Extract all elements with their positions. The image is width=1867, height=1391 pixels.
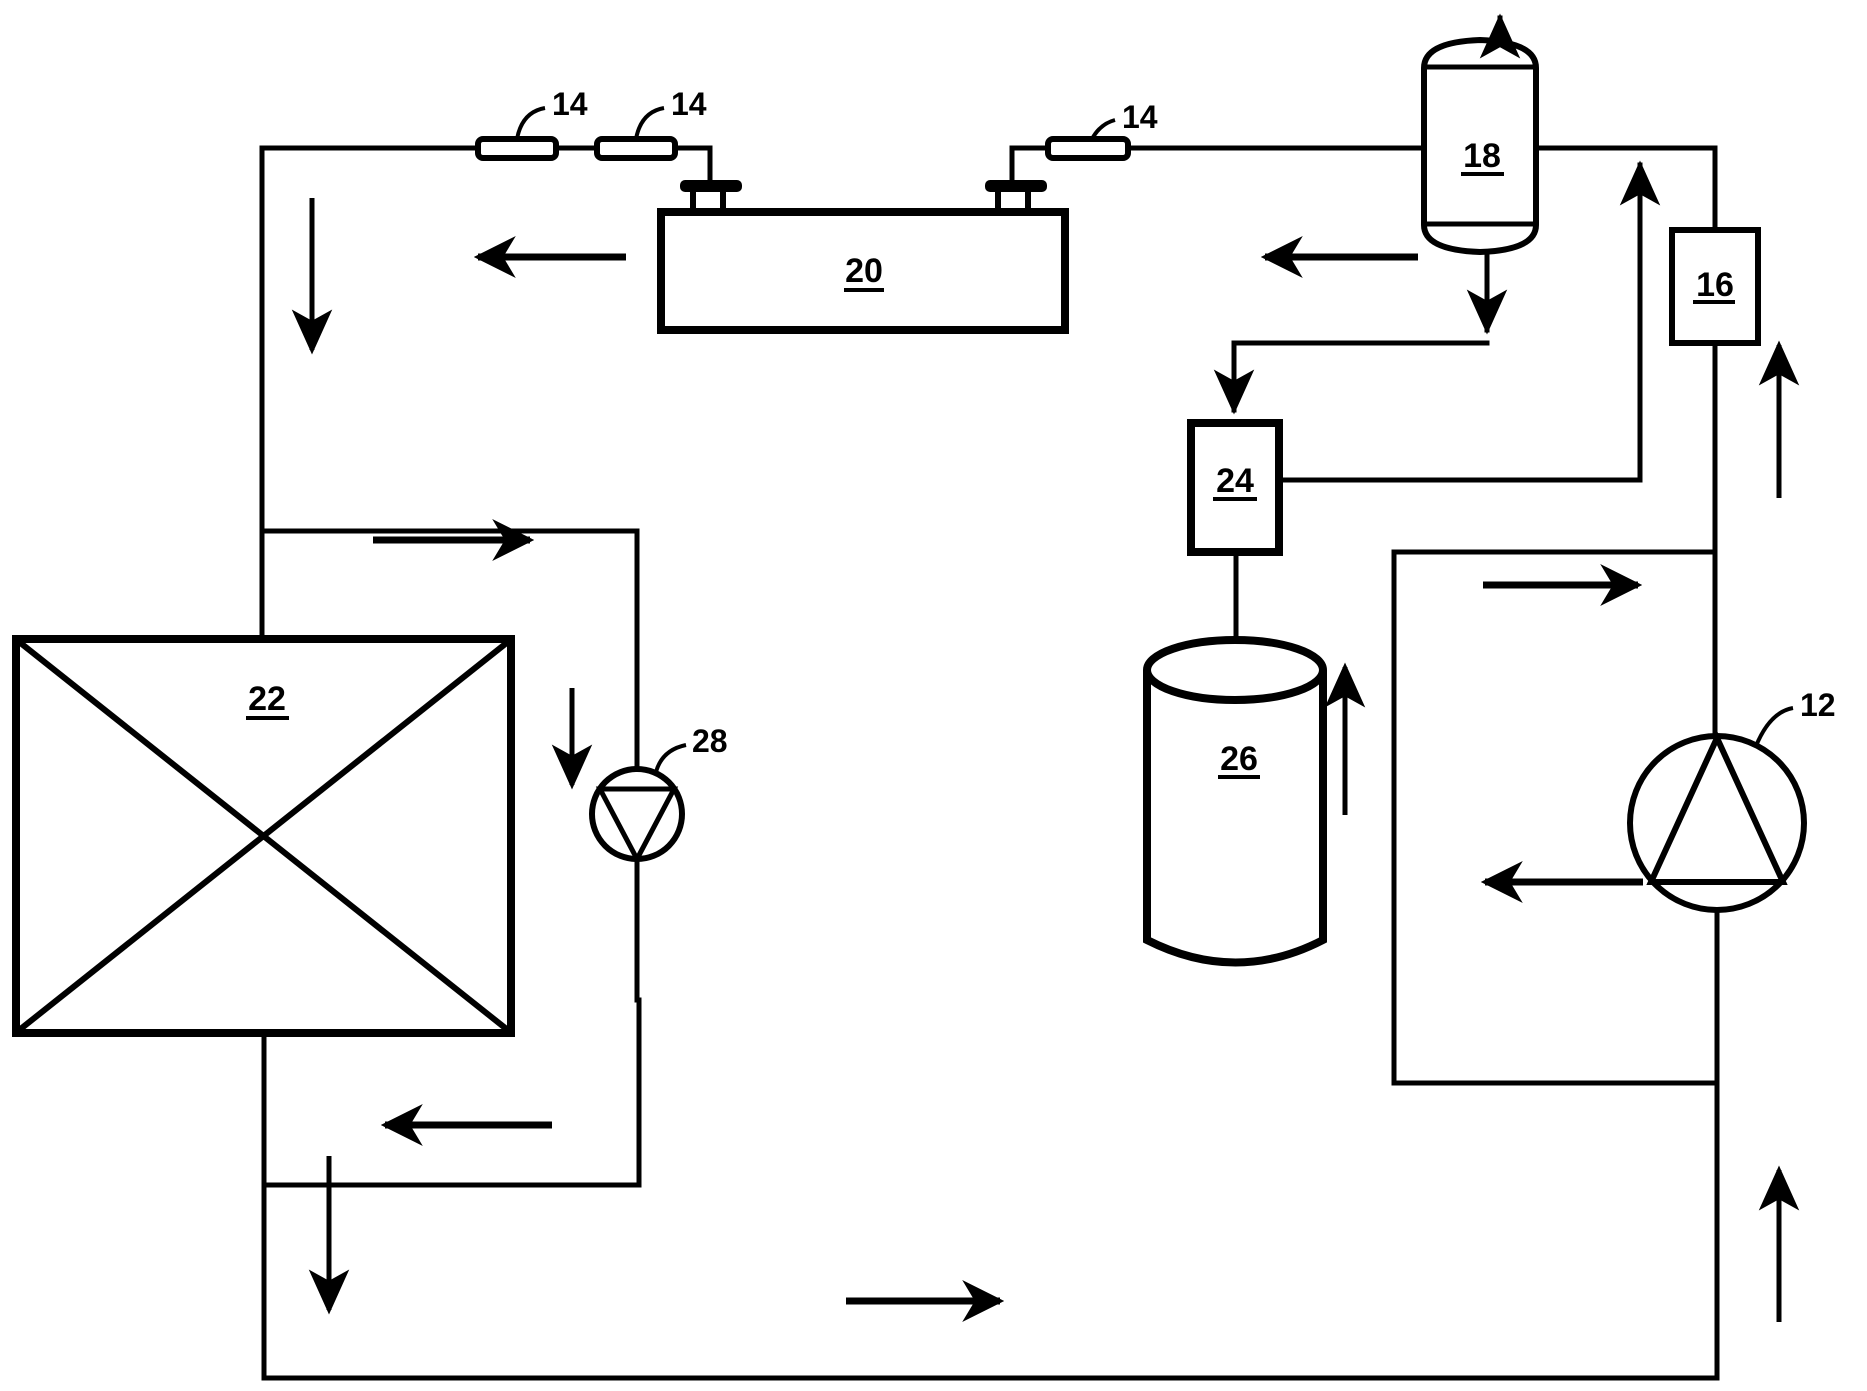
- leader-14c: [1090, 118, 1116, 140]
- component-20[interactable]: 20: [657, 180, 1069, 334]
- box-24: [1187, 419, 1283, 556]
- label-24: 24: [1216, 462, 1254, 500]
- bypass-22-top: [261, 528, 640, 772]
- leader-12: [1754, 706, 1794, 747]
- component-14b[interactable]: 14: [594, 86, 707, 161]
- pump-12-triangle: [1646, 730, 1788, 885]
- nozzle-20-left-leg1: [690, 188, 696, 212]
- pipe-14b-to-20: [672, 145, 713, 188]
- pump-28-body: [589, 766, 685, 862]
- nozzle-20-right-leg1: [995, 188, 1001, 212]
- branch-pipes: [1213, 160, 1661, 695]
- nozzle-20-left: [680, 180, 742, 192]
- leader-28: [654, 743, 687, 773]
- nozzle-20-right: [985, 180, 1047, 192]
- component-26[interactable]: 26: [1143, 636, 1327, 967]
- main-loop-pipes: [259, 145, 1720, 1381]
- pipe-18-to-right: [1533, 145, 1718, 233]
- label-20: 20: [845, 252, 883, 290]
- bypass-loop-22: [261, 528, 642, 1188]
- flow-arrows: [291, 198, 1800, 1322]
- component-14a[interactable]: 14: [475, 86, 588, 161]
- component-22[interactable]: 22: [12, 635, 515, 1037]
- box-16: [1669, 227, 1761, 346]
- label-14c: 14: [1122, 99, 1158, 135]
- pipe-22-bottom: [261, 907, 1720, 1381]
- component-14c[interactable]: 14: [1045, 99, 1158, 161]
- bypass-22-bottom: [261, 856, 642, 1188]
- component-28[interactable]: 28: [589, 723, 728, 865]
- box-20: [657, 208, 1069, 334]
- bypass-loop-12: [1391, 549, 1720, 1086]
- leader-14a: [515, 106, 546, 140]
- component-18[interactable]: 18: [1421, 13, 1539, 256]
- nozzle-20-left-leg2: [720, 188, 726, 212]
- hx-22-diagonal-2: [16, 638, 511, 1034]
- pump-28-triangle: [595, 786, 679, 865]
- pipe-20-to-14c: [1009, 145, 1051, 188]
- inline-element-14c: [1045, 136, 1131, 161]
- label-26: 26: [1220, 740, 1258, 778]
- pipe-branch-horizontal: [1213, 340, 1490, 415]
- vessel-18: [1421, 36, 1539, 256]
- label-28: 28: [692, 723, 728, 759]
- nozzle-20-right-leg2: [1025, 188, 1031, 212]
- label-22: 22: [248, 680, 286, 718]
- component-12[interactable]: 12: [1627, 687, 1836, 913]
- pipe-24-return: [1278, 160, 1661, 483]
- inline-element-14a: [475, 136, 559, 161]
- tank-26-body: [1143, 670, 1327, 967]
- tank-26-top: [1143, 636, 1327, 704]
- component-24[interactable]: 24: [1187, 419, 1283, 556]
- inline-element-14b: [594, 136, 678, 161]
- label-16: 16: [1696, 266, 1734, 304]
- label-12: 12: [1800, 687, 1836, 723]
- bypass-12: [1391, 549, 1720, 1086]
- component-16[interactable]: 16: [1669, 227, 1761, 346]
- label-18: 18: [1463, 137, 1501, 175]
- label-14b: 14: [671, 86, 707, 122]
- leader-14b: [634, 106, 665, 140]
- label-14a: 14: [552, 86, 588, 122]
